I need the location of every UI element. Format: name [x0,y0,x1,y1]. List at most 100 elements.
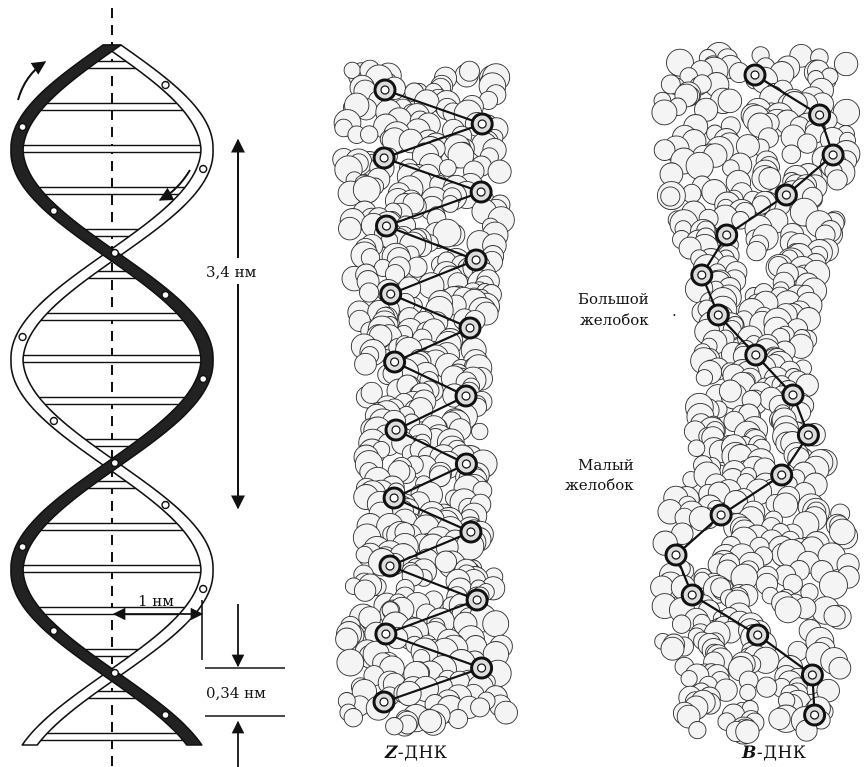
phosphate-group-core [391,358,399,366]
atom-sphere [355,353,377,375]
atom-sphere [471,698,490,717]
atom-sphere [688,440,705,457]
base-pair-rung [17,356,207,363]
phosphate-dot [50,208,57,215]
phosphate-group-core [723,231,731,239]
atom-sphere [439,160,456,177]
atom-sphere [824,606,845,627]
phosphate-dot [50,628,57,635]
phosphate-group-core [751,71,759,79]
b-dna-caption-letter: B [741,743,757,763]
z-dna-atoms [333,60,518,736]
atom-sphere [747,241,766,260]
phosphate-dot [19,334,26,341]
phosphate-group-core [387,290,395,298]
base-pair-rung [17,566,207,573]
atom-sphere [672,615,690,633]
atom-sphere [689,507,713,531]
phosphate-dot [162,82,169,89]
atom-sphere [661,187,680,206]
b-dna-model: Большой желобок · Малый желобок B-ДНК [565,42,860,763]
phosphate-dot [19,124,26,131]
atom-sphere [337,649,364,676]
base-pair-rung [36,524,188,531]
atom-sphere [827,170,847,190]
phosphate-dot [111,250,118,257]
svg-text:·: · [672,306,677,324]
phosphate-group-core [383,222,391,230]
phosphate-group-core [754,631,762,639]
phosphate-group-core [808,671,816,679]
atom-sphere [419,710,442,733]
diameter-label: 1 нм [138,592,174,610]
phosphate-group-core [804,431,812,439]
phosphate-dot [200,166,207,173]
b-dna-caption-rest: -ДНК [757,743,807,763]
phosphate-group-core [390,494,398,502]
atom-sphere [798,134,817,153]
atom-sphere [834,52,857,75]
atom-sphere [718,89,742,113]
phosphate-group-core [382,630,390,638]
phosphate-group-core [478,120,486,128]
major-groove-label-line2: желобок [580,311,649,329]
z-dna-caption-rest: -ДНК [398,743,448,763]
phosphate-group-core [672,551,680,559]
atom-sphere [339,217,362,240]
phosphate-dot [200,586,207,593]
phosphate-group-core [462,392,470,400]
phosphate-group-core [466,324,474,332]
atom-sphere [820,571,848,599]
rise-label: 0,34 нм [206,684,266,702]
phosphate-dot [50,418,57,425]
phosphate-dot [111,460,118,467]
atom-sphere [661,637,684,660]
phosphate-group-core [473,596,481,604]
atom-sphere [740,684,756,700]
phosphate-dot [19,544,26,551]
base-pair-rung [36,314,188,321]
phosphate-group-core [380,154,388,162]
phosphate-group-core [778,471,786,479]
atom-sphere [757,677,777,697]
b-dna-caption: B-ДНК [741,743,806,763]
phosphate-group-core [816,111,824,119]
phosphate-dot [200,376,207,383]
atom-sphere [782,145,801,164]
atom-sphere [775,597,801,623]
phosphate-group-core [811,711,819,719]
phosphate-group-core [714,311,722,319]
atom-sphere [495,701,518,724]
z-dna-model: Z-ДНК [333,60,518,763]
atom-sphere [386,718,403,735]
atom-sphere [830,519,856,545]
atom-sphere [736,720,759,743]
phosphate-dot [162,712,169,719]
atom-sphere [344,709,362,727]
base-pair-rung [34,398,189,405]
phosphate-dot [111,670,118,677]
atom-sphere [689,722,706,739]
major-groove-label-line1: Большой [578,290,649,308]
phosphate-group-core [698,271,706,279]
phosphate-group-core [478,664,486,672]
atom-sphere [652,100,677,125]
phosphate-group-core [386,562,394,570]
phosphate-group-core [782,191,790,199]
atom-sphere [769,708,790,729]
atom-sphere [829,657,851,679]
phosphate-group-core [472,256,480,264]
atom-sphere [759,168,781,190]
atom-sphere [719,380,741,402]
z-dna-caption: Z-ДНК [384,743,447,763]
atom-sphere [681,671,697,687]
phosphate-group-core [688,591,696,599]
phosphate-group-core [392,426,400,434]
minor-groove-label-line2: желобок [565,476,634,494]
atom-sphere [360,283,379,302]
phosphate-group-core [381,86,389,94]
atom-sphere [488,160,511,183]
phosphate-group-core [467,528,475,536]
phosphate-group-core [462,460,470,468]
